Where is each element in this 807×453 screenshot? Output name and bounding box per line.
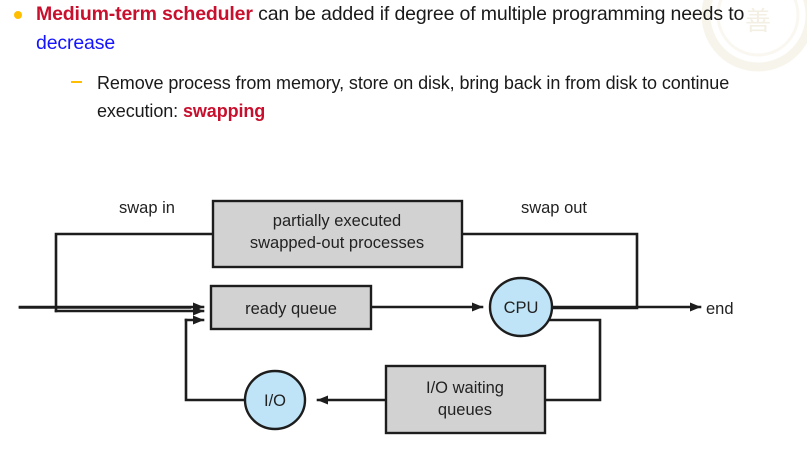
node-ready-queue: ready queue — [209, 284, 373, 331]
label-swapped-out-line1: partially executed — [273, 212, 401, 230]
label-swap-out: swap out — [521, 199, 587, 217]
bullet1-body-text: can be added if degree of multiple progr… — [252, 3, 745, 25]
label-io: I/O — [264, 392, 286, 410]
bullet-level1: Medium-term scheduler can be added if de… — [0, 0, 790, 58]
queueing-diagram-svg: swap in swap out partially executed swap… — [18, 199, 734, 435]
node-cpu: CPU — [488, 276, 554, 338]
label-swap-in: swap in — [119, 199, 175, 217]
node-io-waiting-queues: I/O waiting queues — [384, 364, 547, 435]
bullet-level2: Remove process from memory, store on dis… — [0, 69, 790, 125]
connector-swap-in-left — [54, 232, 214, 313]
bullet-dot-icon — [14, 11, 22, 19]
bullet1-lead-term: Medium-term scheduler — [36, 3, 253, 25]
slide-text-block: Medium-term scheduler can be added if de… — [0, 0, 790, 125]
node-io: I/O — [243, 369, 307, 431]
queueing-diagram: swap in swap out partially executed swap… — [0, 168, 807, 453]
label-io-waiting-line1: I/O waiting — [426, 379, 504, 397]
label-swapped-out-line2: swapped-out processes — [250, 234, 424, 252]
node-swapped-out-processes: partially executed swapped-out processes — [211, 199, 464, 269]
bullet1-emphasis-decrease: decrease — [36, 32, 116, 54]
label-cpu: CPU — [504, 299, 539, 317]
connector-cpu-to-io-waiting — [543, 318, 602, 402]
bullet2-emphasis-swapping: swapping — [182, 101, 266, 121]
label-io-waiting-line2: queues — [438, 401, 492, 419]
diagram-connectors — [18, 232, 702, 405]
connector-io-back-left — [184, 318, 247, 402]
label-ready-queue: ready queue — [245, 300, 337, 318]
bullet2-body-text: Remove process from memory, store on dis… — [97, 73, 730, 121]
label-end: end — [706, 300, 734, 318]
bullet-dash-icon — [71, 81, 82, 83]
